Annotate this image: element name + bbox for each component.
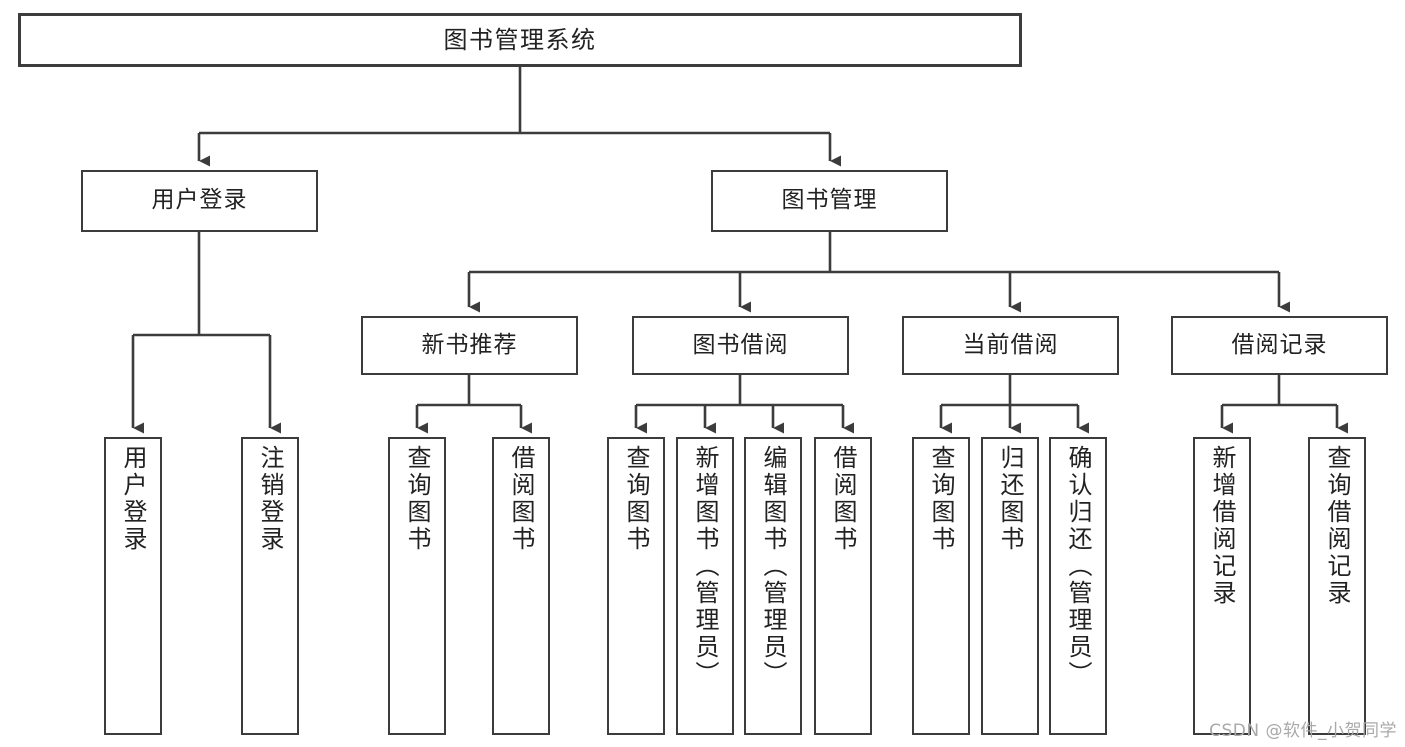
node-label: 查询借阅记录 (1323, 445, 1351, 607)
node-label: 确认归还（管理员） (1064, 445, 1092, 688)
node-label: 查询图书 (403, 445, 431, 553)
node-label: 注销登录 (256, 445, 284, 553)
leaf-borrow-borrow-book[interactable]: 借阅图书 (814, 437, 872, 735)
node-label: 新书推荐 (421, 331, 518, 358)
node-label: 归还图书 (996, 445, 1024, 553)
node-label: 图书管理系统 (443, 25, 597, 54)
leaf-records-query-record[interactable]: 查询借阅记录 (1308, 437, 1366, 735)
node-label: 图书借阅 (692, 331, 789, 358)
csdn-watermark: CSDN @软件_小贺同学 (1209, 721, 1397, 741)
node-label: 借阅记录 (1231, 331, 1328, 358)
leaf-current-return-book[interactable]: 归还图书 (981, 437, 1039, 735)
node-label: 用户登录 (151, 187, 248, 214)
node-borrow-records[interactable]: 借阅记录 (1171, 316, 1388, 375)
leaf-records-add-record[interactable]: 新增借阅记录 (1193, 437, 1251, 735)
leaf-borrow-edit-book-admin[interactable]: 编辑图书（管理员） (744, 437, 802, 735)
node-book-borrow[interactable]: 图书借阅 (632, 316, 849, 375)
node-label: 查询图书 (622, 445, 650, 553)
leaf-user-login-login[interactable]: 用户登录 (104, 437, 162, 735)
node-label: 图书管理 (781, 187, 878, 214)
leaf-current-confirm-return-admin[interactable]: 确认归还（管理员） (1049, 437, 1107, 735)
node-label: 新增借阅记录 (1208, 445, 1236, 607)
node-label: 借阅图书 (507, 445, 535, 553)
leaf-current-query-book[interactable]: 查询图书 (912, 437, 970, 735)
node-new-book-recommend[interactable]: 新书推荐 (361, 316, 578, 375)
leaf-borrow-add-book-admin[interactable]: 新增图书（管理员） (676, 437, 734, 735)
node-label: 新增图书（管理员） (691, 445, 719, 688)
node-book-management[interactable]: 图书管理 (711, 170, 948, 232)
node-label: 当前借阅 (962, 331, 1059, 358)
node-current-borrow[interactable]: 当前借阅 (902, 316, 1119, 375)
leaf-new-book-borrow[interactable]: 借阅图书 (492, 437, 550, 735)
leaf-user-login-logout[interactable]: 注销登录 (241, 437, 299, 735)
leaf-borrow-query-book[interactable]: 查询图书 (607, 437, 665, 735)
node-label: 查询图书 (927, 445, 955, 553)
node-user-login[interactable]: 用户登录 (81, 170, 318, 232)
leaf-new-book-query[interactable]: 查询图书 (388, 437, 446, 735)
node-label: 用户登录 (119, 445, 147, 553)
node-label: 编辑图书（管理员） (759, 445, 787, 688)
node-label: 借阅图书 (829, 445, 857, 553)
node-root-system[interactable]: 图书管理系统 (18, 13, 1022, 67)
